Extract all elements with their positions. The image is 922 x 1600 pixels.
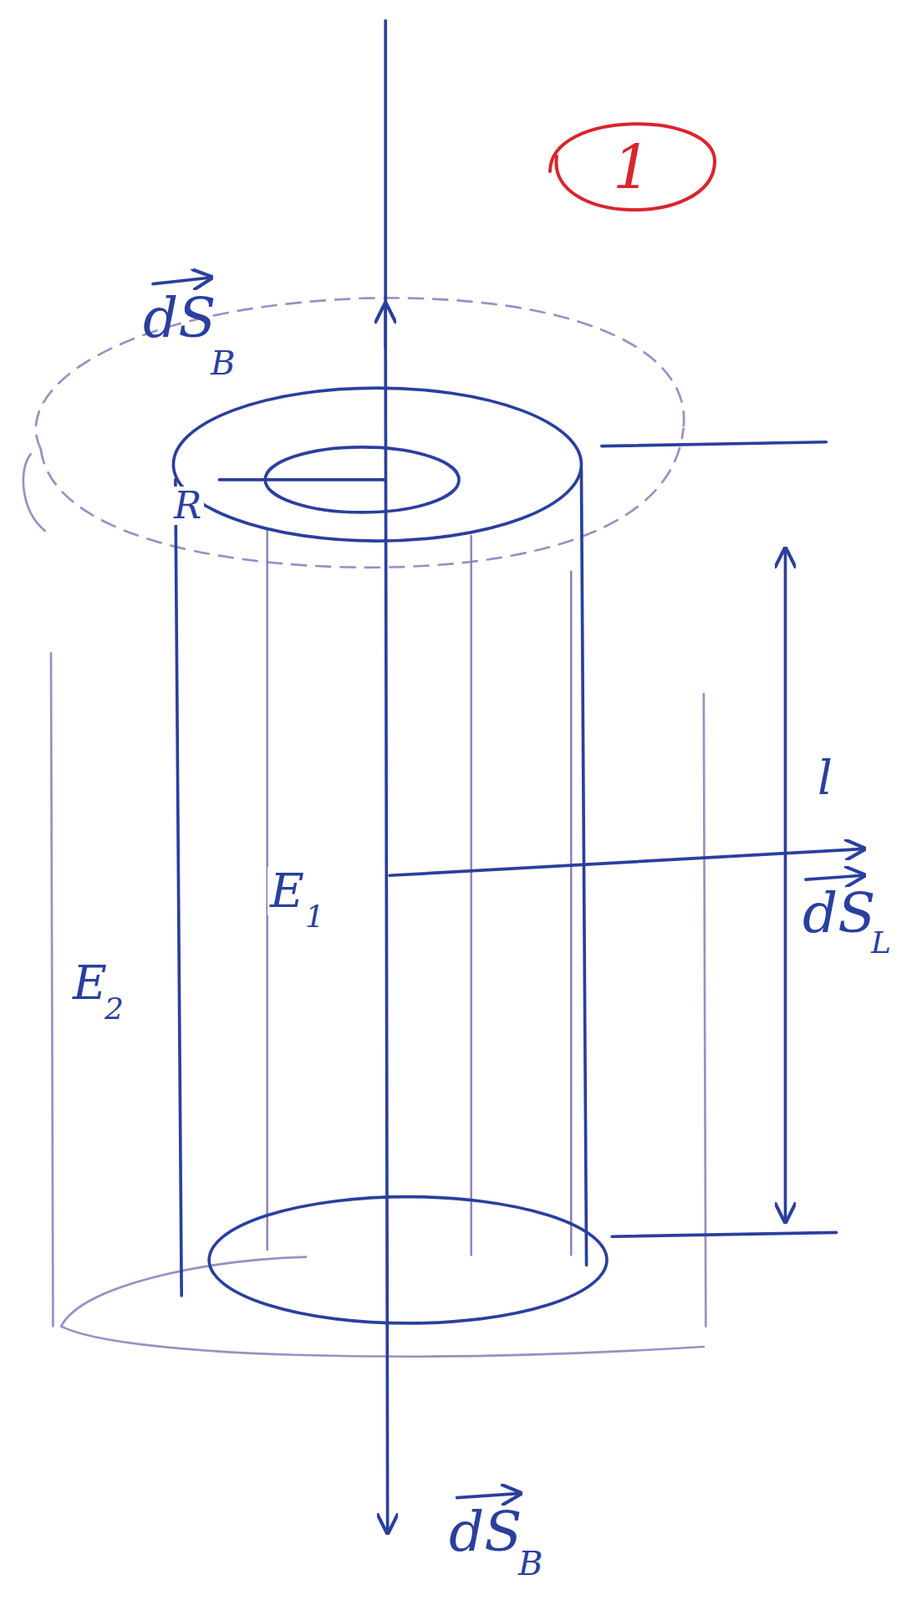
callout-circle: 1: [545, 109, 719, 227]
subscript: B: [210, 346, 235, 380]
subscript: 1: [302, 901, 327, 933]
subscript: 2: [101, 993, 127, 1025]
callout-number: 1: [612, 137, 652, 199]
length-label: l: [817, 754, 833, 802]
vector-label: dS: [802, 886, 876, 942]
vector-label: dS: [448, 1504, 522, 1560]
subscript: L: [871, 927, 892, 958]
vector-label: dS: [142, 290, 216, 347]
radius-label: R: [171, 486, 204, 525]
field-label: E: [267, 866, 307, 916]
subscript: B: [518, 1546, 543, 1580]
